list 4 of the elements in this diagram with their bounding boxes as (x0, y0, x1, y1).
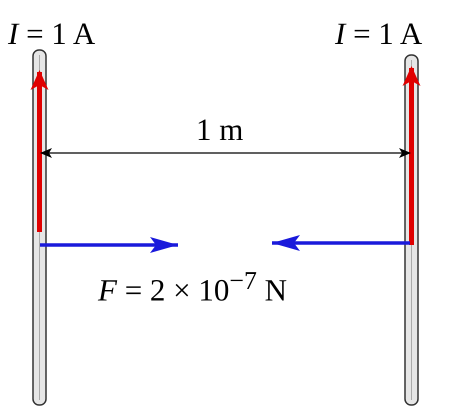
force-label: F = 2 × 10$^{−7}$ N (98, 268, 288, 306)
current-label: I = 1 A (8, 18, 96, 49)
distance-label: 1 m (196, 114, 244, 145)
current-label: I = 1 A (335, 18, 422, 49)
